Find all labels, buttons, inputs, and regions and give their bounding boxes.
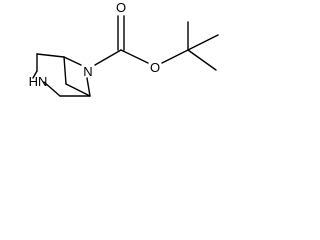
bond-carbonyl-ester-o bbox=[120, 49, 149, 64]
bond-c6-c5 bbox=[65, 83, 91, 97]
bond-methyl-right bbox=[187, 34, 219, 51]
ester-oxygen-label: O bbox=[150, 60, 160, 75]
boc-group bbox=[94, 15, 219, 71]
bond-c1-c2 bbox=[36, 53, 65, 58]
amine-label: HN bbox=[29, 74, 48, 89]
bond-c1-n bbox=[63, 56, 82, 66]
bond-ester-o-quaternary-c bbox=[161, 49, 189, 64]
molecule-structure: O O N HN bbox=[29, 0, 219, 97]
carbonyl-oxygen-label: O bbox=[116, 0, 126, 15]
bond-n-carbonyl bbox=[94, 49, 122, 66]
bond-c1-c6 bbox=[63, 56, 67, 85]
bicyclic-ring bbox=[32, 53, 91, 97]
bond-c3-nh bbox=[32, 70, 38, 79]
bond-n-c5 bbox=[86, 77, 91, 97]
bond-methyl-down bbox=[187, 49, 217, 71]
ring-nitrogen-label: N bbox=[83, 64, 92, 79]
atom-labels: O O N HN bbox=[29, 0, 160, 89]
bond-nh-c4 bbox=[43, 81, 61, 97]
